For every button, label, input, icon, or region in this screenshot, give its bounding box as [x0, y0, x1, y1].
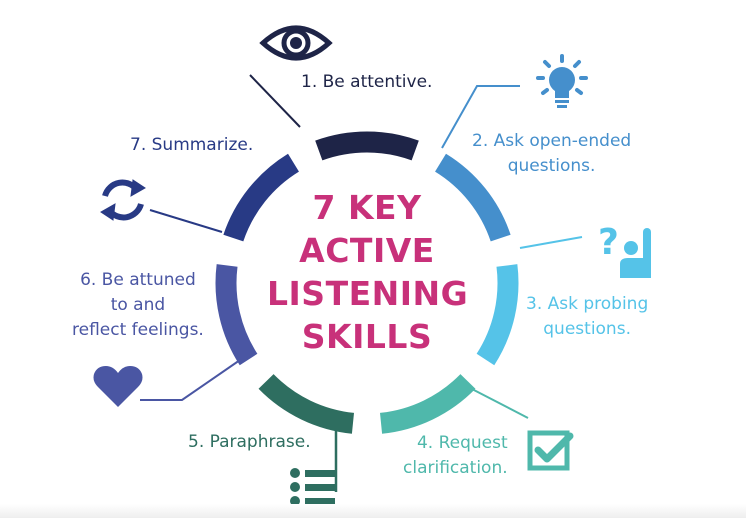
leader-line-2 [441, 85, 520, 149]
label-line: 1. Be attentive. [301, 72, 433, 92]
checkbox-icon [527, 430, 574, 471]
skill-label-1: 1. Be attentive. [301, 70, 432, 95]
ring-segment-7 [223, 153, 300, 242]
title-line: SKILLS [301, 317, 433, 356]
leader-line-6 [140, 359, 241, 401]
title-line: ACTIVE [299, 231, 435, 270]
question-raised-hand-icon: ? [598, 222, 651, 278]
title-line: LISTENING [267, 274, 469, 313]
list-icon [290, 468, 335, 506]
label-line: questions. [543, 319, 631, 339]
label-line: 5. Paraphrase. [188, 432, 311, 452]
eye-icon [259, 25, 333, 61]
ring-segment-2 [434, 153, 511, 242]
skill-label-7: 7. Summarize. [130, 133, 253, 158]
ring-segment-5 [258, 373, 355, 434]
label-line: 4. Request [416, 433, 508, 453]
leader-line-7 [149, 209, 223, 233]
skill-label-6: 6. Be attuned to and reflect feelings. [72, 268, 204, 343]
leader-line-4 [469, 387, 529, 419]
bottom-edge [0, 504, 746, 518]
heart-icon [93, 366, 143, 407]
label-line: reflect feelings. [72, 320, 204, 340]
label-line: 3. Ask probing [526, 294, 649, 314]
leader-line-1 [249, 74, 301, 128]
ring-segment-3 [476, 264, 519, 366]
label-line: 7. Summarize. [130, 135, 254, 155]
lightbulb-icon [536, 54, 588, 108]
label-line: 6. Be attuned [80, 270, 196, 290]
label-line: to and [110, 295, 166, 315]
center-title: 7 KEY ACTIVE LISTENING SKILLS [267, 186, 469, 358]
ring-segment-1 [315, 131, 419, 161]
ring-segment-6 [215, 264, 258, 366]
label-line: 2. Ask open-ended [472, 131, 632, 151]
skill-label-4: 4. Request clarification. [403, 431, 508, 481]
title-line: 7 KEY [312, 188, 422, 227]
refresh-icon [100, 179, 146, 221]
skill-label-5: 5. Paraphrase. [188, 430, 311, 455]
label-line: questions. [507, 156, 596, 176]
ring-segment-4 [379, 373, 476, 434]
svg-text:?: ? [598, 222, 619, 263]
skill-label-2: 2. Ask open-ended questions. [472, 129, 631, 179]
skill-label-3: 3. Ask probing questions. [526, 292, 648, 342]
leader-line-3 [519, 236, 583, 249]
label-line: clarification. [403, 458, 508, 478]
